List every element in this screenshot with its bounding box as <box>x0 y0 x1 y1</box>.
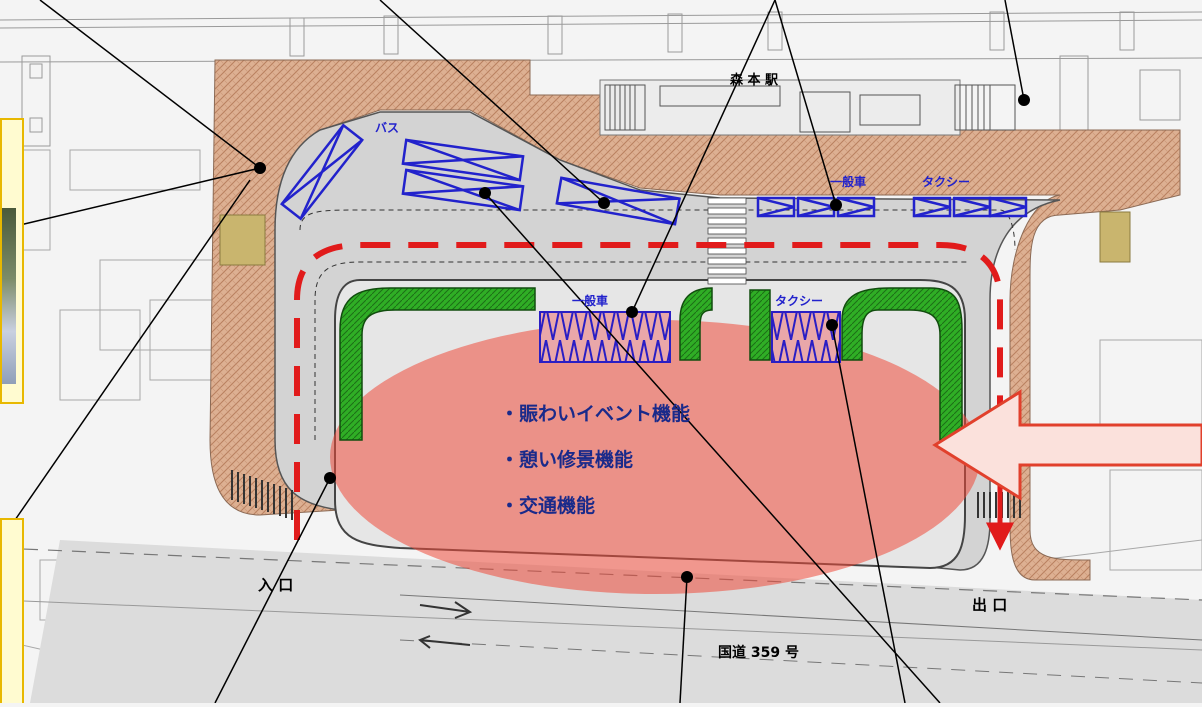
leader-lines <box>14 0 1025 704</box>
approach-arrow-icon <box>932 389 1202 501</box>
crosswalk-entrance <box>231 470 293 520</box>
leader-dots <box>254 94 1030 583</box>
station-label: 森 本 駅 <box>730 72 779 88</box>
bus-label: バス <box>375 121 399 135</box>
taxi-label-top: タクシー <box>922 175 970 189</box>
function-area <box>330 320 980 594</box>
green-planters <box>339 287 963 441</box>
callout-photo <box>2 208 16 384</box>
circulation-route <box>294 242 1003 540</box>
callout-box-lower <box>0 518 24 703</box>
road-arrow-icon <box>418 635 471 649</box>
general-car-label: 一般車 <box>572 293 608 308</box>
planting-strip-left <box>219 214 266 266</box>
callout-box-upper <box>0 118 24 404</box>
function-item: ・憩い修景機能 <box>500 448 633 471</box>
route-label: 国道 359 号 <box>718 644 799 661</box>
general-car-stalls <box>539 311 671 363</box>
planting-strip-right <box>1099 211 1131 263</box>
exit-label: 出 口 <box>972 596 1007 614</box>
station-building-details <box>604 84 1016 133</box>
road-arrow-icon <box>419 601 473 619</box>
crosswalk-top <box>707 197 747 285</box>
bus-bays <box>280 123 681 226</box>
entrance-label: 入 口 <box>258 576 293 594</box>
exit-arrow-icon <box>985 480 1015 551</box>
function-item: ・交通機能 <box>500 494 595 517</box>
function-item: ・賑わいイベント機能 <box>500 402 690 425</box>
taxi-label: タクシー <box>775 294 823 308</box>
railway-structure <box>0 11 1202 157</box>
general-car-label-top: 一般車 <box>830 174 866 189</box>
